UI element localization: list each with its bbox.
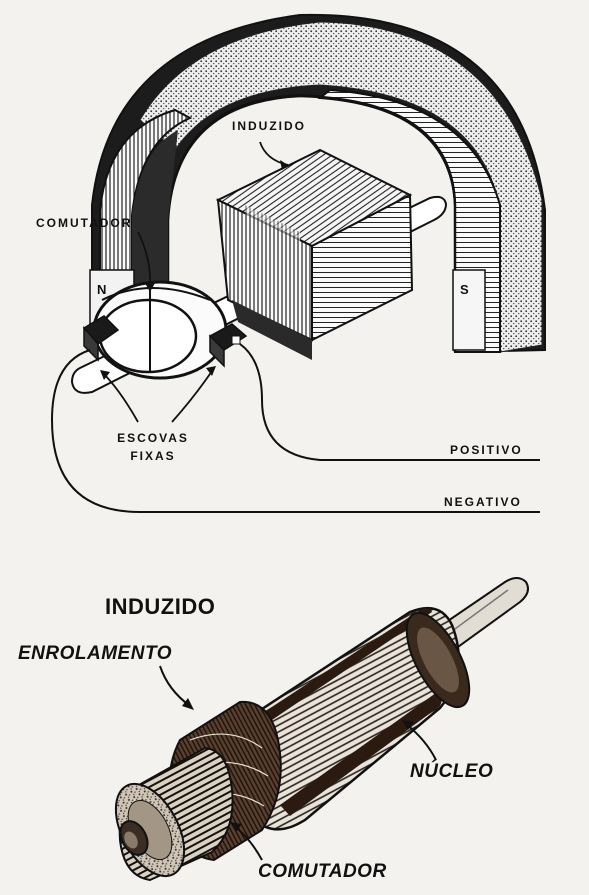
south-pole-label: S xyxy=(460,282,469,297)
armature-diagram xyxy=(114,577,529,882)
fixas-label: FIXAS xyxy=(130,449,176,463)
armature-core xyxy=(226,606,471,831)
motor-principle-diagram xyxy=(50,13,546,513)
comutador-bottom-label: COMUTADOR xyxy=(258,861,387,882)
armature-shaft-stub xyxy=(119,820,149,856)
negativo-label: NEGATIVO xyxy=(444,495,522,509)
commutator-ring xyxy=(92,280,228,380)
fixed-brushes xyxy=(82,315,248,368)
leader-arrowheads xyxy=(100,160,288,380)
armature-title: INDUZIDO xyxy=(105,594,216,619)
comutador-label: COMUTADOR xyxy=(36,216,133,230)
armature-commutator xyxy=(114,746,234,882)
induzido-label: INDUZIDO xyxy=(232,119,306,133)
north-pole-label: N xyxy=(97,282,107,297)
escovas-label: ESCOVAS xyxy=(117,431,189,445)
enrolamento-label: ENROLAMENTO xyxy=(18,643,172,664)
armature-block xyxy=(215,148,414,360)
circuit-wires xyxy=(50,343,540,513)
nucleo-label: NÚCLEO xyxy=(410,761,494,782)
armature-arrowheads xyxy=(182,698,414,832)
positivo-label: POSITIVO xyxy=(450,443,523,457)
